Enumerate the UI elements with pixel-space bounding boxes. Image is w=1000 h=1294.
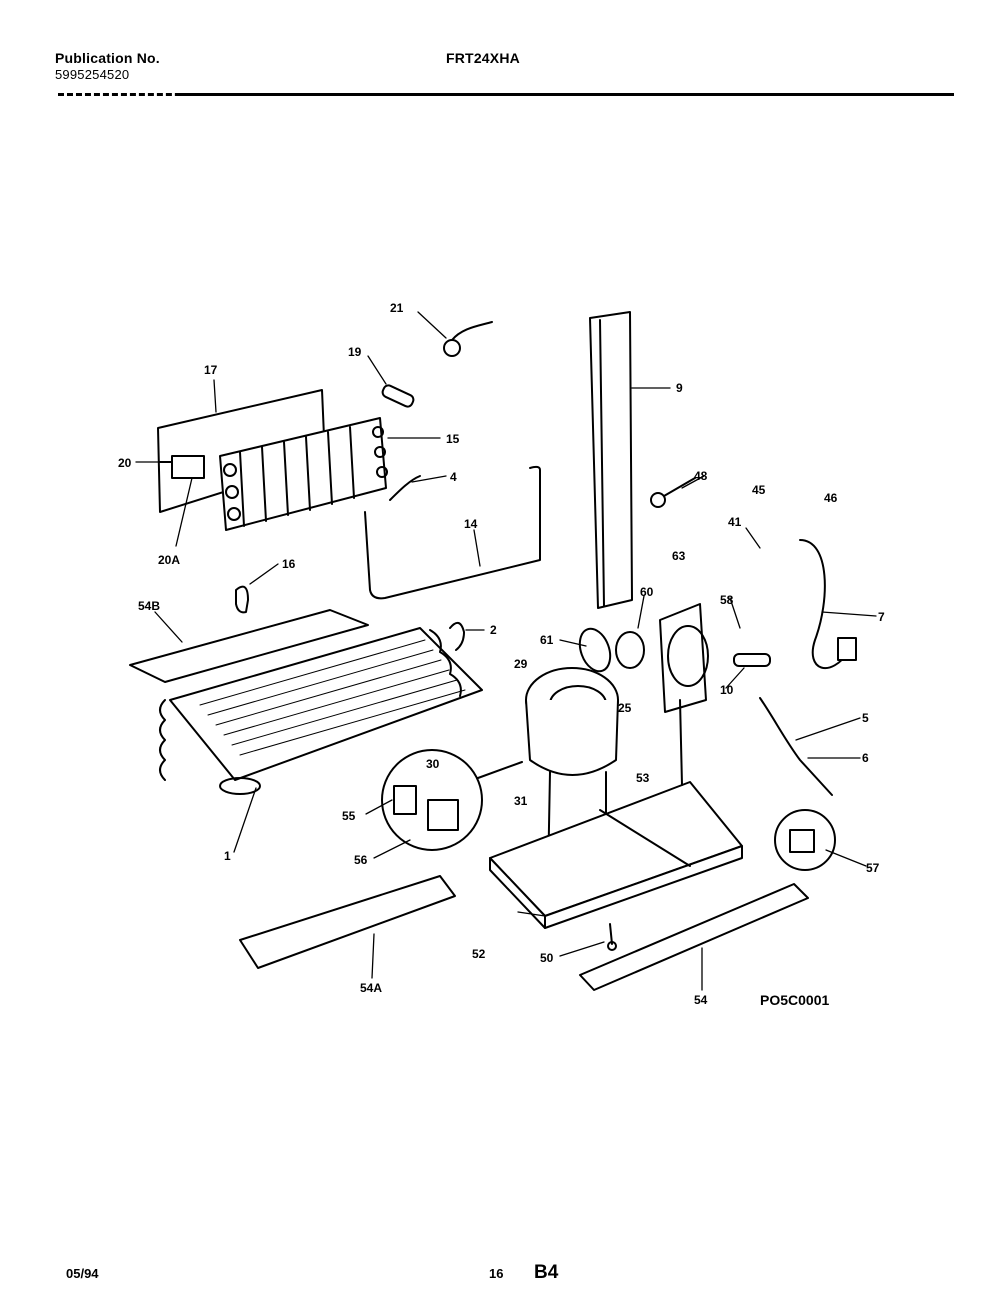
part-16 (235, 585, 249, 614)
callout-19: 19 (348, 345, 362, 359)
callout-55: 55 (342, 809, 356, 823)
callout-46: 46 (824, 491, 838, 505)
callout-56: 56 (354, 853, 368, 867)
callout-41: 41 (728, 515, 742, 529)
part-19 (381, 384, 415, 408)
callout-31: 31 (514, 794, 528, 808)
part-14-tube (364, 465, 541, 600)
fan-blade-part (578, 627, 645, 673)
power-cord-part (799, 539, 851, 670)
callout-6: 6 (862, 751, 869, 765)
relay-detail-part (381, 749, 523, 851)
callout-57: 57 (866, 861, 880, 875)
part-48-screw (650, 477, 696, 508)
footer-date: 05/94 (66, 1266, 99, 1281)
callout-16: 16 (282, 557, 296, 571)
model-number: FRT24XHA (446, 50, 520, 66)
callout-2: 2 (490, 623, 497, 637)
callout-50: 50 (540, 951, 554, 965)
callout-1: 1 (224, 849, 231, 863)
callout-54: 54 (694, 993, 708, 1007)
callout-61: 61 (540, 633, 554, 647)
callout-52: 52 (472, 947, 486, 961)
callout-20: 20 (118, 456, 132, 470)
callout-48: 48 (694, 469, 708, 483)
part-4 (389, 475, 421, 501)
callout-25: 25 (618, 701, 632, 715)
base-pan-part (489, 699, 743, 929)
compressor-part (525, 667, 619, 881)
part-5-6-wire (759, 697, 833, 796)
callout-63: 63 (672, 549, 686, 563)
part-2 (449, 621, 465, 651)
drawing-code: PO5C0001 (760, 992, 830, 1008)
callout-10: 10 (720, 683, 734, 697)
part-57 (774, 809, 836, 871)
part-9-column (589, 311, 633, 609)
part-54-rail (579, 883, 809, 991)
callout-4: 4 (450, 470, 457, 484)
publication-number: 5995254520 (55, 67, 130, 82)
callout-7: 7 (878, 610, 885, 624)
footer-section: B4 (534, 1262, 559, 1283)
callout-30: 30 (426, 757, 440, 771)
callout-9: 9 (676, 381, 683, 395)
callout-54b: 54B (138, 599, 160, 613)
part-54a-rail (239, 875, 456, 969)
publication-label: Publication No. (55, 50, 160, 66)
callout-29: 29 (514, 657, 528, 671)
callout-20a: 20A (158, 553, 180, 567)
part-50-screw (607, 923, 617, 951)
callout-15: 15 (446, 432, 460, 446)
evaporator-cover-part (157, 389, 388, 531)
callout-21: 21 (390, 301, 404, 315)
part-58-shroud (659, 603, 707, 713)
part-21-harness (443, 321, 493, 357)
callout-45: 45 (752, 483, 766, 497)
callout-17: 17 (204, 363, 218, 377)
callout-58: 58 (720, 593, 734, 607)
callout-5: 5 (862, 711, 869, 725)
header-rule-solid (180, 93, 954, 96)
part-10 (733, 653, 771, 667)
callout-14: 14 (464, 517, 478, 531)
footer-page-number: 16 (489, 1266, 504, 1281)
part-54b-bracket (129, 609, 369, 683)
callout-53: 53 (636, 771, 650, 785)
callout-54a: 54A (360, 981, 382, 995)
condenser-part (159, 627, 483, 795)
callout-60: 60 (640, 585, 654, 599)
